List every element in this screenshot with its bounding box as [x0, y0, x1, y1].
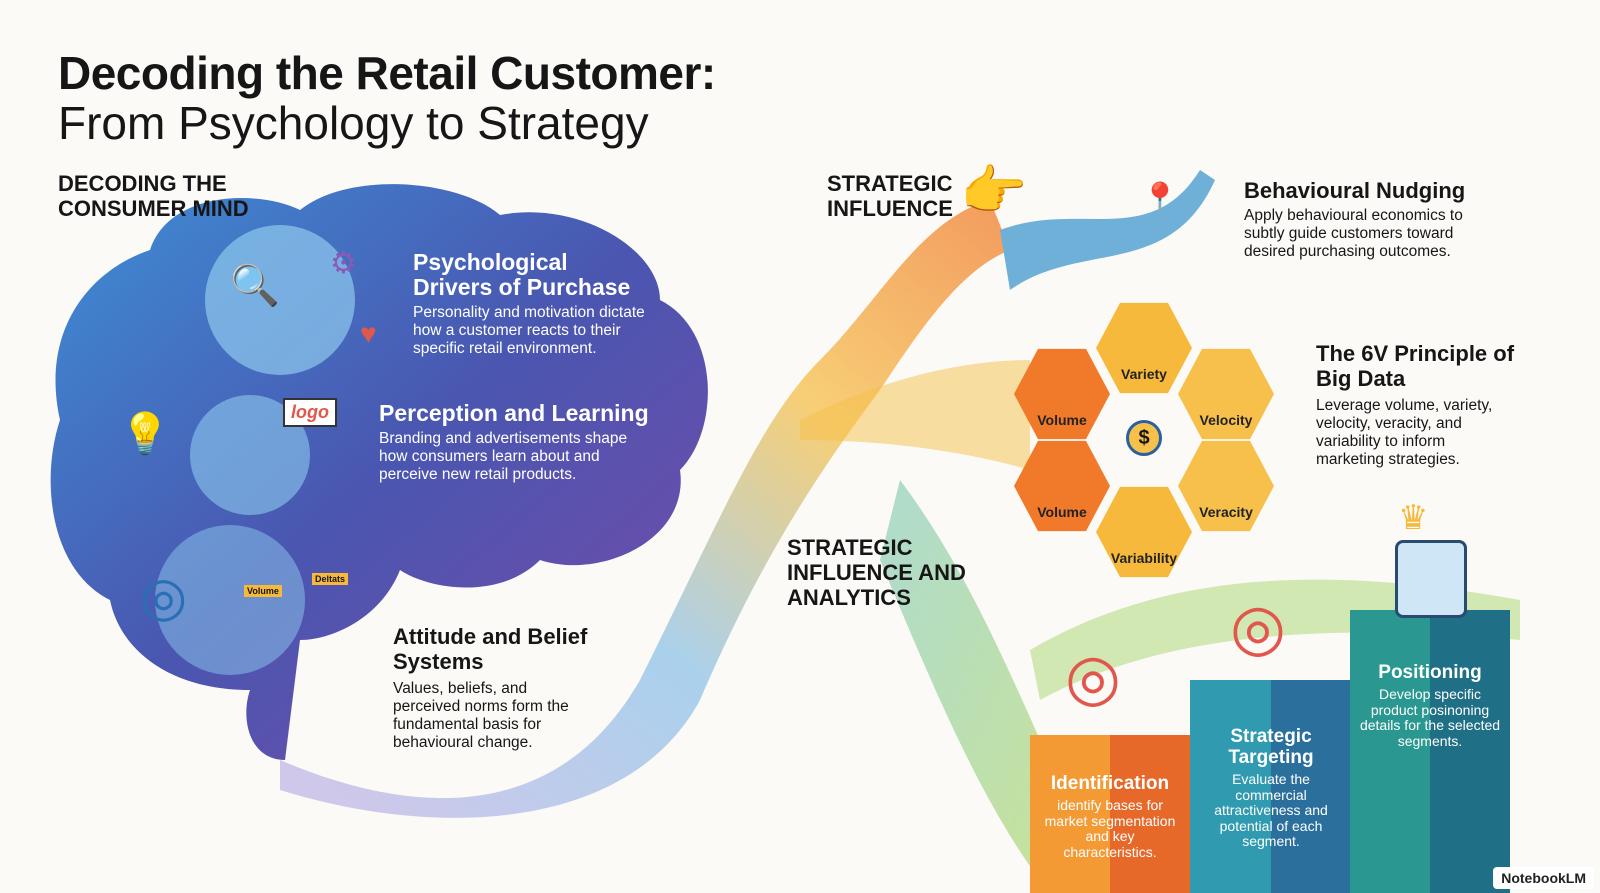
hex-velocity: Velocity	[1178, 348, 1274, 440]
magnifier-icon: 🔍	[230, 264, 280, 308]
hand-pointer-icon: 👉	[960, 161, 1028, 221]
item-desc: Leverage volume, variety, velocity, vera…	[1316, 397, 1493, 468]
pillar-identification: Identification identify bases for market…	[1030, 735, 1190, 893]
item-desc: Values, beliefs, and perceived norms for…	[393, 680, 569, 751]
item-title: Behavioural Nudging	[1244, 178, 1466, 203]
mind-item-psychological: Psychological Drivers of Purchase Person…	[413, 250, 653, 358]
item-title: The 6V Principle of Big Data	[1316, 341, 1515, 391]
flow-to-hex	[800, 360, 1030, 470]
pillar-targeting: Strategic Targeting Evaluate the commerc…	[1190, 680, 1352, 893]
section-strategic-influence: Strategic Influence	[827, 171, 953, 221]
hex-variety: Variety	[1096, 302, 1192, 394]
page-title: Decoding the Retail Customer:	[58, 47, 716, 99]
location-pin-icon: 📍	[1140, 181, 1180, 217]
item-title: Strategic Targeting	[1228, 726, 1314, 768]
dollar-hub-icon: $	[1126, 420, 1162, 456]
logo-icon: logo	[283, 398, 337, 427]
section-consumer-mind: Decoding the Consumer Mind	[58, 171, 249, 221]
flow-ribbon	[280, 200, 1010, 818]
item-desc: Develop specific product posinoning deta…	[1359, 686, 1501, 749]
notebooklm-badge: NotebookLM	[1493, 867, 1594, 889]
flow-to-pillars	[880, 480, 1040, 880]
item-title: Psychological Drivers of Purchase	[413, 249, 631, 300]
hex-volume: Volume	[1014, 348, 1110, 440]
product-jar-icon	[1395, 540, 1467, 618]
item-desc: Branding and advertisements shape how co…	[379, 430, 628, 483]
crown-icon: ♛	[1398, 499, 1429, 537]
page-subtitle: From Psychology to Strategy	[58, 97, 649, 149]
item-title: Identification	[1050, 773, 1170, 794]
item-title: Attitude and Belief Systems	[393, 624, 588, 674]
lightbulb-eye-icon: 💡	[120, 412, 170, 456]
item-desc: identify bases for market segmentation a…	[1044, 797, 1176, 860]
pillar-positioning: Positioning Develop specific product pos…	[1350, 610, 1510, 893]
scale-left-label: Volume	[244, 585, 282, 597]
target-icon: ◎	[1065, 641, 1121, 713]
item-desc: Evaluate the commercial attractiveness a…	[1214, 771, 1328, 849]
scale-right-label: Deltats	[312, 573, 349, 585]
item-title: Positioning	[1378, 662, 1482, 683]
compass-icon: ◎	[140, 567, 188, 627]
target-coins-icon: ◎	[1230, 591, 1286, 663]
road-swoosh	[1000, 170, 1215, 290]
bigdata-block: The 6V Principle of Big Data Leverage vo…	[1316, 341, 1516, 469]
nudging-block: Behavioural Nudging Apply behavioural ec…	[1244, 178, 1484, 261]
item-desc: Personality and motivation dictate how a…	[413, 304, 645, 357]
item-desc: Apply behavioural economics to subtly gu…	[1244, 207, 1463, 260]
heart-icon: ♥	[360, 318, 377, 349]
mind-item-perception: Perception and Learning Branding and adv…	[379, 401, 649, 484]
section-strategic-analytics: Strategic Influence and Analytics	[787, 535, 966, 610]
item-title: Perception and Learning	[379, 400, 649, 426]
mind-item-attitude: Attitude and Belief Systems Values, beli…	[393, 624, 593, 752]
gear-icon: ⚙	[330, 247, 357, 280]
